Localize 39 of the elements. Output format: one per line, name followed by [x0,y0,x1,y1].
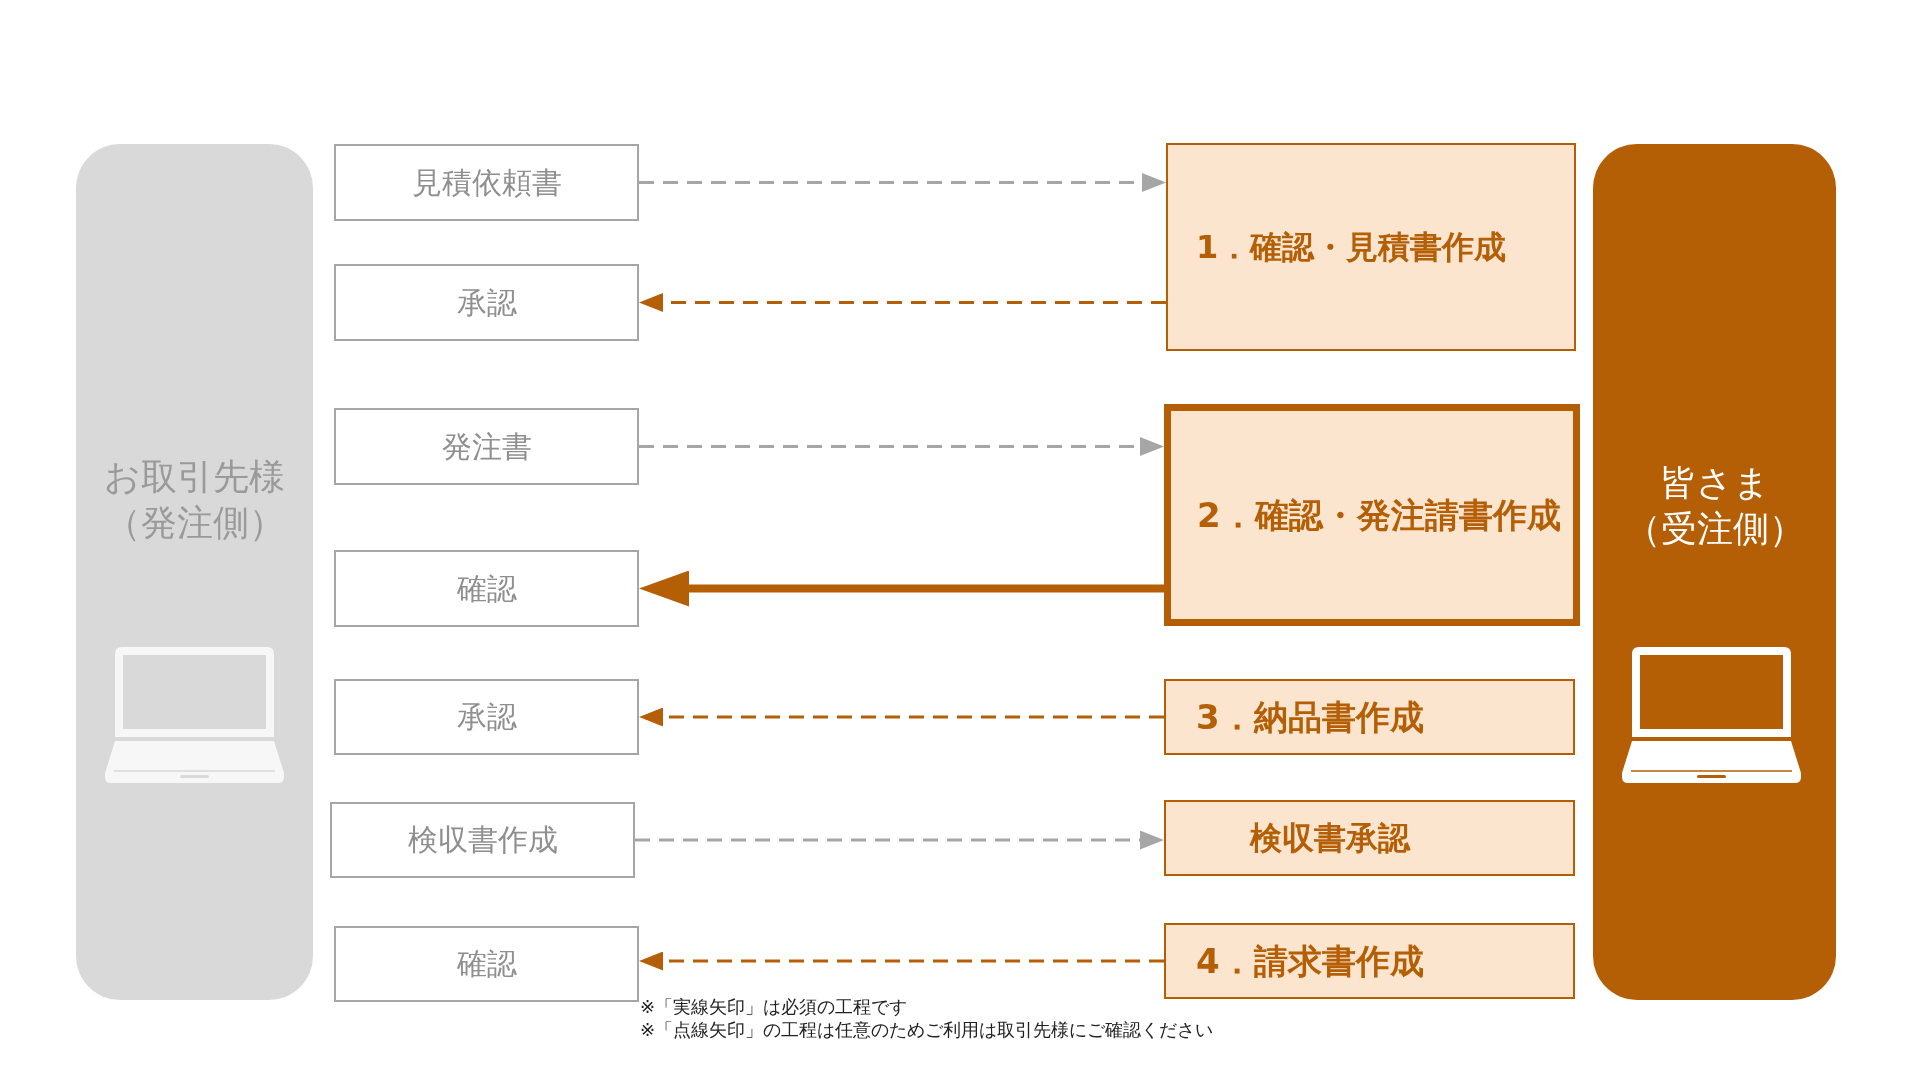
arrow [635,830,1164,850]
step-label: 4．請求書作成 [1196,940,1424,983]
step-box [1164,679,1575,755]
party-panel [1593,144,1836,1000]
document-label: 確認 [456,569,517,608]
document-box [334,264,639,341]
footnote: ※「点線矢印」の工程は任意のためご利用は取引先様にご確認ください [640,1018,1214,1041]
party-label: お取引先様 [104,455,285,499]
document-box [334,144,639,221]
party-label: （発注側） [104,501,285,545]
step-box [1164,923,1575,999]
document-label: 承認 [456,283,517,322]
step-label: 2．確認・発注請書作成 [1197,494,1561,537]
party-label: （受注側） [1624,507,1805,551]
arrow [639,951,1164,971]
document-label: 検収書作成 [407,821,558,859]
arrow [639,437,1164,456]
step-label: 3．納品書作成 [1196,696,1424,739]
step-box [1166,143,1576,351]
step-box [1164,404,1580,626]
step-label: 検収書承認 [1250,818,1410,859]
document-label: 承認 [456,698,517,736]
step-label: 1．確認・見積書作成 [1196,227,1507,268]
document-box [334,408,639,485]
arrow [639,293,1166,312]
document-box [330,802,635,878]
document-box [334,926,639,1002]
arrow [639,707,1164,727]
step-box [1164,800,1575,876]
document-box [334,550,639,627]
document-label: 発注書 [441,427,532,466]
document-label: 見積依頼書 [411,163,562,202]
arrow [639,570,1164,607]
document-box [334,679,639,755]
party-panel [76,144,313,1000]
arrow [639,173,1166,192]
document-label: 確認 [456,945,517,983]
party-label: 皆さま [1659,461,1770,505]
footnote: ※「実線矢印」は必須の工程です [640,995,909,1018]
